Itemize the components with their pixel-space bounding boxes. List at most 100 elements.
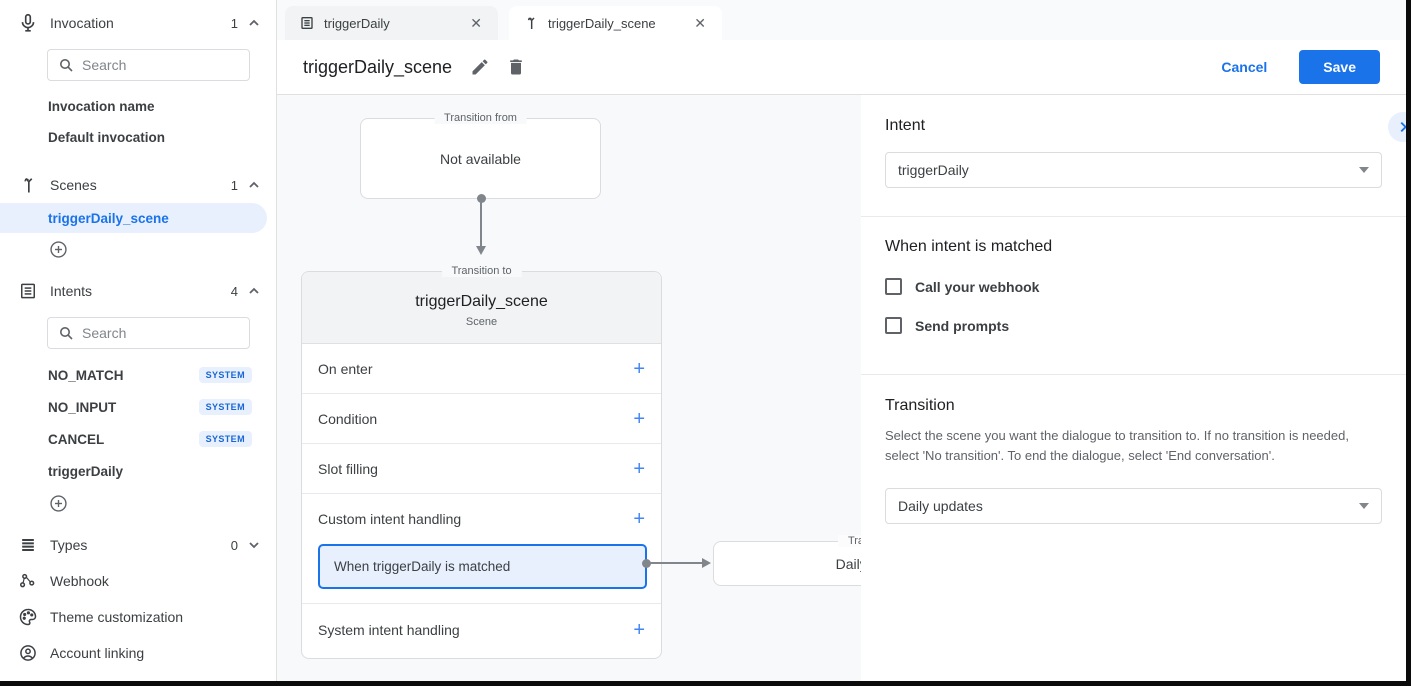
close-tab-icon[interactable]: ✕ — [694, 14, 706, 31]
arrowhead-right-icon — [702, 558, 711, 568]
checkbox-unchecked[interactable] — [885, 278, 902, 295]
custom-intent-handling-section: Custom intent handling + When triggerDai… — [302, 494, 661, 604]
intents-search — [47, 317, 250, 349]
webhook-icon — [16, 569, 40, 593]
connector-line — [480, 199, 482, 247]
sidebar-item-account-linking[interactable]: Account linking — [0, 635, 276, 671]
section-count: 4 — [230, 283, 238, 299]
sidebar-item-invocation-name[interactable]: Invocation name — [48, 99, 155, 114]
connector-dot — [642, 559, 651, 568]
transition-heading: Transition — [885, 397, 955, 414]
invocation-search-input[interactable] — [82, 57, 239, 73]
add-scene-button[interactable] — [0, 233, 276, 265]
add-intent-button[interactable] — [0, 487, 276, 519]
chevron-up-icon[interactable] — [246, 15, 262, 31]
sidebar-item-triggerdaily[interactable]: triggerDaily — [48, 463, 124, 479]
intent-icon — [16, 279, 40, 303]
transition-description: Select the scene you want the dialogue t… — [885, 428, 1349, 464]
system-badge: SYSTEM — [198, 399, 252, 415]
page-title: triggerDaily_scene — [303, 56, 453, 77]
checkbox-unchecked[interactable] — [885, 317, 902, 334]
transition-from-box: Transition from Not available — [360, 112, 601, 199]
add-on-enter-button[interactable]: + — [633, 357, 645, 380]
row-system-intent-handling[interactable]: System intent handling + — [318, 618, 645, 641]
transition-to-legend: Transition to — [441, 265, 522, 277]
sidebar-section-invocation[interactable]: Invocation 1 — [0, 5, 276, 41]
intent-section: Intent triggerDaily — [861, 95, 1406, 217]
save-button[interactable]: Save — [1299, 50, 1380, 84]
plus-circle-icon — [50, 240, 67, 258]
collapse-panel-button[interactable] — [1388, 112, 1411, 142]
intent-select[interactable]: triggerDaily — [885, 152, 1382, 188]
sidebar-item-backend-services[interactable]: Backend services — [0, 671, 276, 681]
window-edge — [1406, 0, 1411, 686]
sidebar-item-theme-customization[interactable]: Theme customization — [0, 599, 276, 635]
system-badge: SYSTEM — [198, 431, 252, 447]
section-label: Invocation — [50, 15, 114, 31]
sidebar-section-types[interactable]: Types 0 — [0, 527, 276, 563]
section-count: 1 — [230, 15, 238, 31]
tab-triggerdaily-scene[interactable]: triggerDaily_scene ✕ — [509, 6, 722, 40]
intent-handler-when-triggerdaily[interactable]: When triggerDaily is matched — [318, 544, 647, 589]
add-system-intent-button[interactable]: + — [633, 618, 645, 641]
transition-target-box[interactable]: Transition to Daily updates — [713, 535, 861, 586]
sidebar-item-triggerdaily-scene[interactable]: triggerDaily_scene — [0, 203, 267, 233]
transition-from-value: Not available — [440, 150, 521, 167]
section-count: 1 — [230, 177, 238, 193]
tab-triggerdaily[interactable]: triggerDaily ✕ — [285, 6, 498, 40]
transition-select[interactable]: Daily updates — [885, 488, 1382, 525]
intent-heading: Intent — [885, 117, 926, 134]
chevron-up-icon[interactable] — [246, 283, 262, 299]
sidebar: Invocation 1 Invocation name Default inv… — [0, 0, 277, 681]
tab-strip: triggerDaily ✕ triggerDaily_scene ✕ — [277, 0, 1406, 40]
transition-target-value: Daily updates — [835, 555, 861, 572]
sidebar-section-scenes[interactable]: Scenes 1 — [0, 167, 276, 203]
scene-diagram-canvas[interactable]: Transition from Not available Transition… — [277, 95, 861, 681]
sidebar-item-webhook[interactable]: Webhook — [0, 563, 276, 599]
chevron-right-icon — [1400, 121, 1407, 133]
chevron-down-icon[interactable] — [246, 537, 262, 553]
call-webhook-option[interactable]: Call your webhook — [885, 278, 1382, 295]
arrowhead-down-icon — [476, 246, 486, 255]
palette-icon — [16, 605, 40, 629]
row-condition[interactable]: Condition + — [302, 394, 661, 444]
section-label: Scenes — [50, 177, 97, 193]
when-matched-section: When intent is matched Call your webhook… — [861, 217, 1406, 375]
sidebar-section-intents[interactable]: Intents 4 — [0, 273, 276, 309]
row-on-enter[interactable]: On enter + — [302, 344, 661, 394]
send-prompts-option[interactable]: Send prompts — [885, 317, 1382, 334]
add-slot-filling-button[interactable]: + — [633, 457, 645, 480]
row-custom-intent-handling[interactable]: Custom intent handling + — [318, 508, 645, 530]
row-slot-filling[interactable]: Slot filling + — [302, 444, 661, 494]
microphone-icon — [16, 11, 40, 35]
account-icon — [16, 641, 40, 665]
scene-icon — [523, 15, 539, 31]
intents-search-input[interactable] — [82, 325, 239, 341]
sidebar-item-no-match[interactable]: NO_MATCH SYSTEM — [0, 359, 276, 391]
add-condition-button[interactable]: + — [633, 407, 645, 430]
section-label: Types — [50, 537, 88, 553]
edit-pencil-icon[interactable] — [470, 57, 490, 77]
delete-trash-icon[interactable] — [506, 57, 526, 77]
when-matched-heading: When intent is matched — [885, 238, 1053, 255]
main-area: triggerDaily ✕ triggerDaily_scene ✕ trig… — [277, 0, 1411, 681]
page-header: triggerDaily_scene Cancel Save — [277, 40, 1406, 95]
scene-card-title: triggerDaily_scene — [415, 293, 548, 310]
close-tab-icon[interactable]: ✕ — [470, 14, 482, 31]
dropdown-caret-icon — [1359, 503, 1369, 510]
plus-circle-icon — [50, 494, 67, 512]
connector-dot — [477, 194, 486, 203]
chevron-up-icon[interactable] — [246, 177, 262, 193]
transition-section: Transition Select the scene you want the… — [861, 375, 1406, 525]
sidebar-item-cancel[interactable]: CANCEL SYSTEM — [0, 423, 276, 455]
section-count: 0 — [230, 537, 238, 553]
connector-line — [650, 562, 703, 564]
sidebar-item-no-input[interactable]: NO_INPUT SYSTEM — [0, 391, 276, 423]
scene-card-subtitle: Scene — [465, 316, 498, 328]
cancel-button[interactable]: Cancel — [1203, 51, 1285, 83]
add-custom-intent-button[interactable]: + — [633, 508, 645, 530]
types-icon — [16, 533, 40, 557]
scene-icon — [16, 173, 40, 197]
sidebar-item-default-invocation[interactable]: Default invocation — [48, 130, 166, 145]
